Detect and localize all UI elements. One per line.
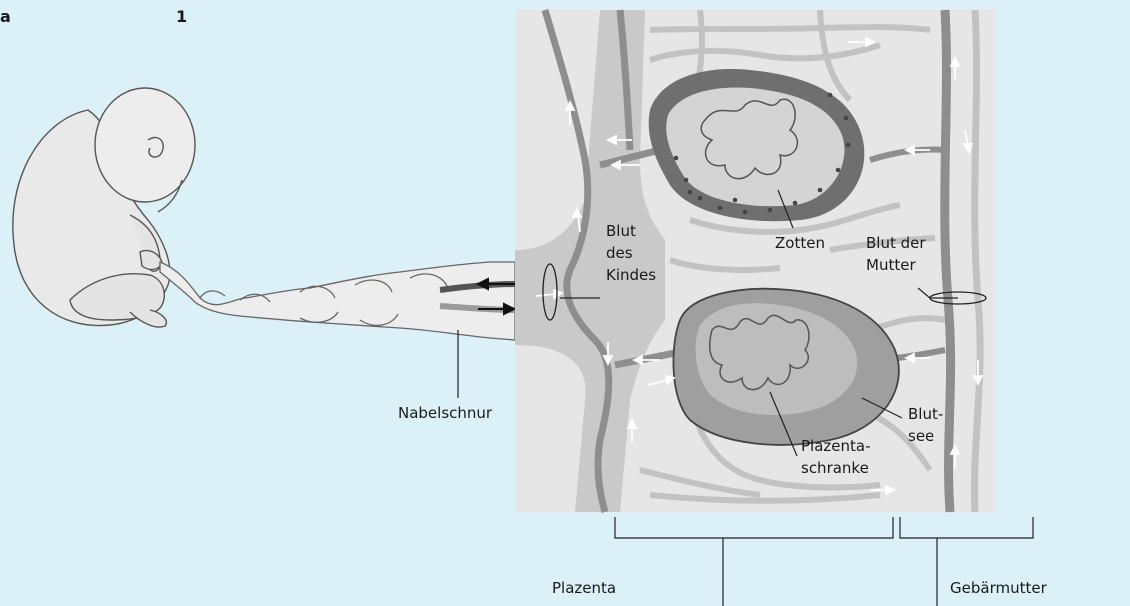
svg-text:Plazenta-: Plazenta- bbox=[801, 437, 871, 455]
label-gebaermutter: Gebärmutter bbox=[950, 579, 1048, 597]
svg-text:Blut der: Blut der bbox=[866, 234, 926, 252]
svg-text:schranke: schranke bbox=[801, 459, 869, 477]
svg-text:Blut: Blut bbox=[606, 222, 636, 240]
svg-text:see: see bbox=[908, 427, 934, 445]
svg-text:Blut-: Blut- bbox=[908, 405, 943, 423]
label-plazenta: Plazenta bbox=[552, 579, 616, 597]
svg-text:Mutter: Mutter bbox=[866, 256, 916, 274]
figure-number: 1 bbox=[176, 7, 187, 26]
label-nabelschnur: Nabelschnur bbox=[398, 404, 493, 422]
umbilical-cord bbox=[160, 262, 515, 340]
svg-text:Kindes: Kindes bbox=[606, 266, 656, 284]
fetus bbox=[13, 88, 195, 327]
svg-text:des: des bbox=[606, 244, 633, 262]
panel-letter: a bbox=[0, 7, 11, 26]
label-zotten: Zotten bbox=[775, 234, 825, 252]
